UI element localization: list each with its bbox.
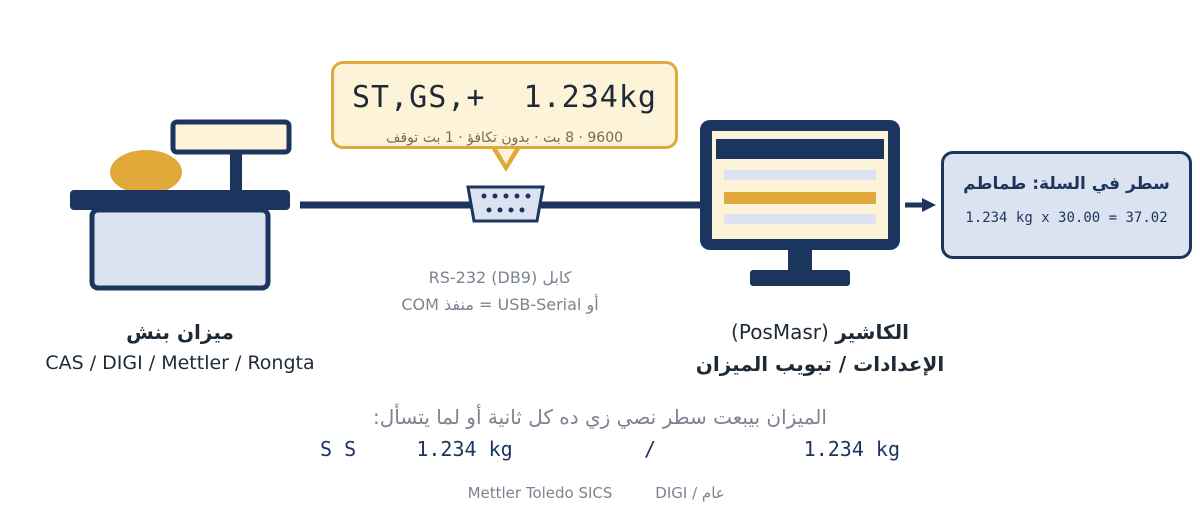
- example-sics: S S 1.234 kg: [320, 437, 513, 461]
- cart-line-box: سطر في السلة: طماطم 1.234 kg x 30.00 = 3…: [941, 151, 1192, 259]
- db9-connector-icon: [466, 185, 545, 223]
- serial-output-text: ST,GS,+ 1.234kg: [352, 80, 657, 115]
- cable-label: كابل RS-232 (DB9): [428, 268, 572, 287]
- cashier-settings-path: الإعدادات / تبويب الميزان: [695, 352, 945, 376]
- serial-output-bubble: ST,GS,+ 1.234kg 9600 · 8 بت · بدون تكافؤ…: [331, 61, 678, 149]
- cart-line-calc: 1.234 kg x 30.00 = 37.02: [965, 210, 1168, 226]
- serial-settings-text: 9600 · 8 بت · بدون تكافؤ · 1 بت توقف: [385, 130, 624, 146]
- bench-scale-icon: [70, 119, 292, 291]
- caption-digi: عام / DIGI: [655, 484, 725, 502]
- protocol-note: الميزان بيبعت سطر نصي زي ده كل ثانية أو …: [373, 405, 827, 429]
- cashier-title-app: (PosMasr): [731, 320, 829, 344]
- cart-line-title: سطر في السلة: طماطم: [963, 174, 1170, 194]
- cashier-title-bold: الكاشير: [835, 320, 909, 344]
- example-digi: 1.234 kg: [803, 437, 900, 461]
- caption-sics: Mettler Toledo SICS: [467, 484, 613, 502]
- example-separator: /: [643, 437, 657, 461]
- arrow-icon: [905, 198, 936, 212]
- cable-alt-label: أو USB-Serial = منفذ COM: [401, 295, 599, 314]
- cashier-title: الكاشير (PosMasr): [640, 320, 1000, 344]
- bubble-tail: [490, 145, 522, 172]
- scale-brands: CAS / DIGI / Mettler / Rongta: [45, 352, 315, 374]
- scale-title: ميزان بنش: [126, 320, 234, 344]
- pos-monitor-icon: [700, 120, 900, 286]
